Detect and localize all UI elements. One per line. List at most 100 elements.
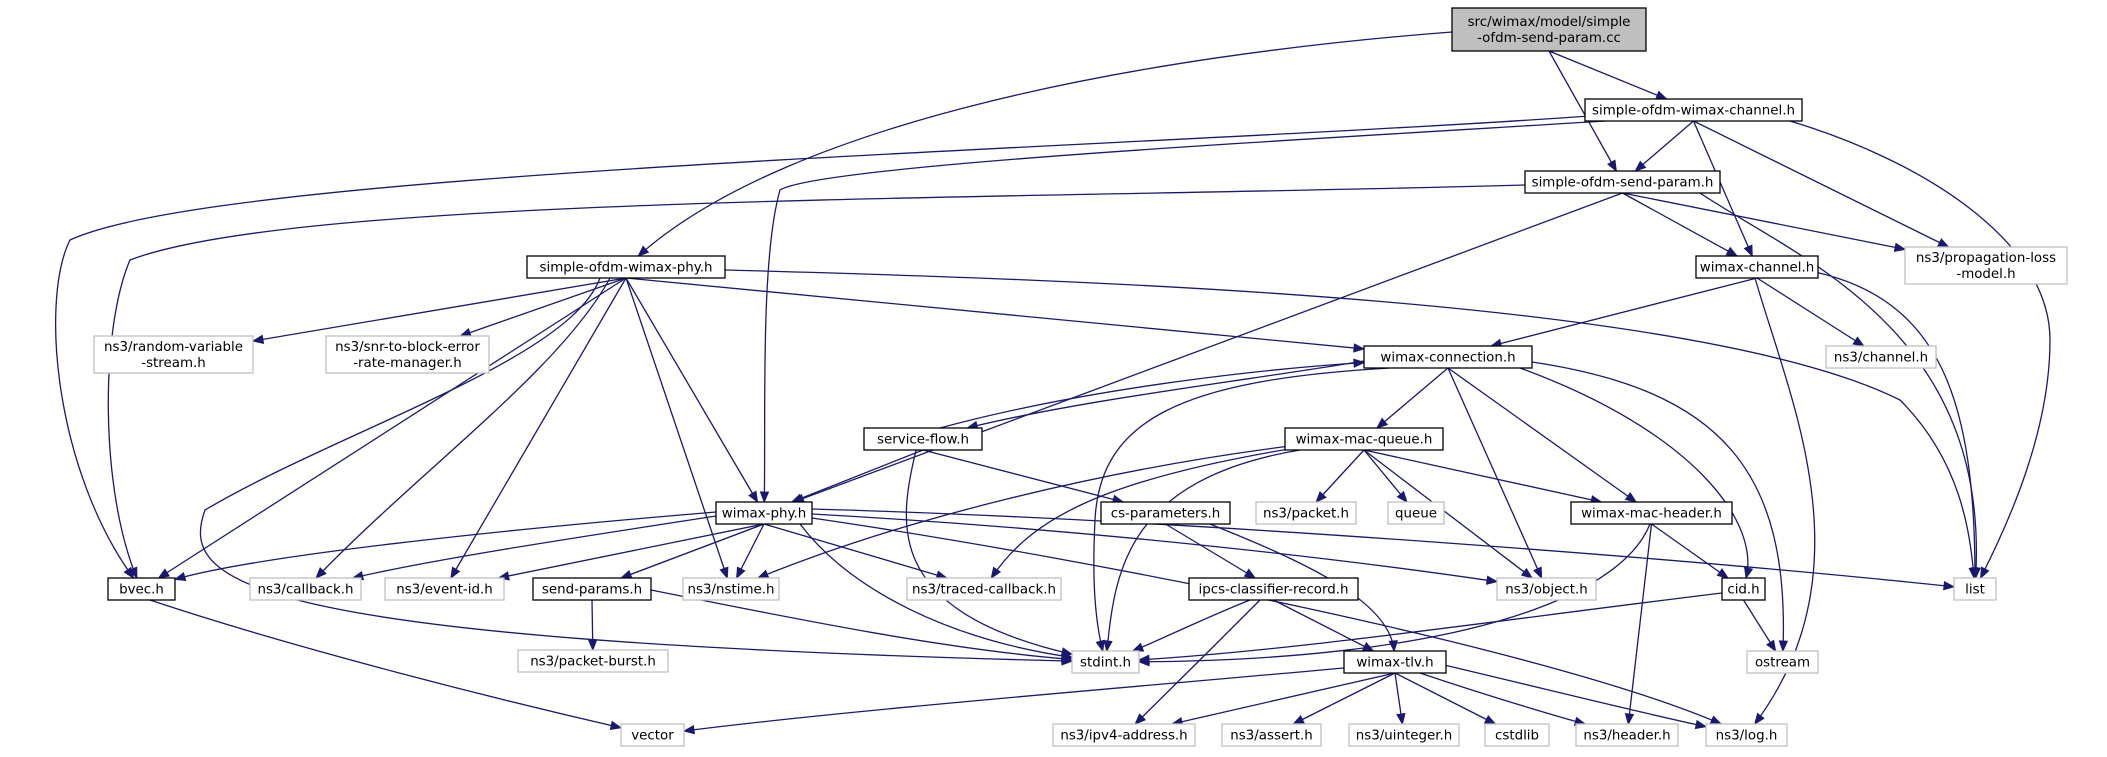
edge-arrowhead <box>735 566 746 580</box>
edge-arrowhead <box>1624 492 1638 503</box>
edge-line <box>450 277 627 579</box>
edge-root-to-ofdmphy <box>637 31 1453 257</box>
edge-connection-to-macqueue <box>1375 367 1449 429</box>
edge-line <box>1622 192 1738 257</box>
node-eventid: ns3/event-id.h <box>384 577 505 601</box>
node-label: send-params.h <box>542 583 642 598</box>
edge-line <box>107 184 1526 579</box>
node-label: -rate-manager.h <box>353 356 462 371</box>
edge-line <box>252 277 627 342</box>
node-label: cstdlib <box>1495 729 1539 744</box>
node-ostream: ostream <box>1746 650 1819 674</box>
edge-arrowhead <box>157 568 171 579</box>
file-nodes: src/wimax/model/simple-ofdm-send-param.c… <box>93 7 2068 747</box>
node-macqueue[interactable]: wimax-mac-queue.h <box>1284 427 1444 451</box>
edge-serviceflow-to-wimaxphy <box>790 449 924 503</box>
node-label: ns3/packet-burst.h <box>530 655 656 670</box>
node-wimaxphy[interactable]: wimax-phy.h <box>715 501 813 525</box>
node-box <box>1363 345 1533 369</box>
node-label: ns3/uinteger.h <box>1356 729 1452 744</box>
edge-line <box>939 361 1365 429</box>
edge-line <box>158 277 627 579</box>
node-label: wimax-channel.h <box>1700 261 1814 276</box>
node-label: -ofdm-send-param.cc <box>1477 31 1621 46</box>
edge-root-to-sendparam <box>1548 50 1617 173</box>
edge-arrowhead <box>1388 640 1398 653</box>
edge-line <box>922 449 1124 503</box>
node-box <box>1451 7 1647 52</box>
edge-line <box>811 517 1722 725</box>
node-tlv[interactable]: wimax-tlv.h <box>1343 650 1447 674</box>
node-label: ns3/propagation-loss <box>1916 251 2056 266</box>
edge-arrowhead <box>609 720 623 731</box>
node-vector: vector <box>620 723 685 747</box>
edge-serviceflow-to-connection <box>939 358 1366 429</box>
node-box <box>1255 501 1357 525</box>
edge-arrowhead <box>1937 238 1950 248</box>
node-channel[interactable]: simple-ofdm-wimax-channel.h <box>1584 98 1803 122</box>
edge-arrowhead <box>1532 566 1543 580</box>
edge-arrowhead <box>1485 575 1499 585</box>
node-wimaxchannel[interactable]: wimax-channel.h <box>1695 255 1819 279</box>
node-label: wimax-phy.h <box>722 507 806 522</box>
node-object: ns3/object.h <box>1496 577 1597 601</box>
edge-line <box>1531 361 1785 652</box>
node-sendparams[interactable]: send-params.h <box>532 577 652 601</box>
node-label: wimax-connection.h <box>1380 351 1515 366</box>
edge-arrowhead <box>1353 358 1366 368</box>
edge-connection-to-macheader <box>1447 367 1638 503</box>
node-label: service-flow.h <box>877 433 969 448</box>
edge-arrowhead <box>1061 653 1074 664</box>
edge-arrowhead <box>1979 566 1990 580</box>
node-label: ns3/ipv4-address.h <box>1060 729 1187 744</box>
edge-arrowhead <box>619 569 633 579</box>
edge-line <box>1756 277 1865 347</box>
edge-line <box>625 277 759 503</box>
edge-line <box>799 523 1073 658</box>
edge-line <box>1548 50 1617 172</box>
node-sendparam[interactable]: simple-ofdm-send-param.h <box>1524 170 1721 194</box>
edge-line <box>625 277 1365 350</box>
node-cid[interactable]: cid.h <box>1721 577 1766 601</box>
node-csparams[interactable]: cs-parameters.h <box>1100 501 1231 525</box>
edge-macqueue-to-tracedcb <box>990 447 1296 580</box>
edge-line <box>683 667 1345 732</box>
node-stdint: stdint.h <box>1071 650 1140 674</box>
edge-sendparam-to-bvec <box>107 184 1526 580</box>
edge-arrowhead <box>1743 566 1754 580</box>
edge-line <box>1171 672 1396 725</box>
node-box <box>1221 723 1322 747</box>
edge-sendparams-to-stdint <box>650 589 1074 664</box>
node-callback: ns3/callback.h <box>249 577 362 601</box>
edge-line <box>1363 449 1408 503</box>
node-packet: ns3/packet.h <box>1255 501 1357 525</box>
node-bvec[interactable]: bvec.h <box>107 577 176 601</box>
node-ipcs[interactable]: ipcs-classifier-record.h <box>1188 577 1359 601</box>
edge-ofdmphy-to-eventid <box>450 277 627 580</box>
node-box <box>1071 650 1140 674</box>
node-connection[interactable]: wimax-connection.h <box>1363 345 1533 369</box>
edge-line <box>1165 523 1256 579</box>
node-label: ns3/nstime.h <box>688 583 775 598</box>
node-macheader[interactable]: wimax-mac-header.h <box>1570 501 1733 525</box>
node-label: ns3/channel.h <box>1834 351 1928 366</box>
edge-ofdmphy-to-list <box>724 269 1978 580</box>
node-cstdlib: cstdlib <box>1484 723 1550 747</box>
node-box <box>1575 723 1679 747</box>
node-ofdmphy[interactable]: simple-ofdm-wimax-phy.h <box>526 255 726 279</box>
edge-arrowhead <box>251 334 265 344</box>
edge-wimaxphy-to-bvec <box>173 511 717 582</box>
edge-arrowhead <box>1375 417 1389 429</box>
node-box <box>1284 427 1444 451</box>
edge-ipcs-to-ipv4 <box>1134 599 1261 725</box>
node-label: vector <box>631 729 674 744</box>
node-serviceflow[interactable]: service-flow.h <box>863 427 983 451</box>
node-log: ns3/log.h <box>1705 723 1788 747</box>
node-label: -stream.h <box>141 356 206 371</box>
node-assert: ns3/assert.h <box>1221 723 1322 747</box>
node-box <box>325 335 490 374</box>
edge-wimaxchannel-to-ns3channel <box>1756 277 1865 347</box>
node-box <box>620 723 685 747</box>
node-box <box>1695 255 1819 279</box>
